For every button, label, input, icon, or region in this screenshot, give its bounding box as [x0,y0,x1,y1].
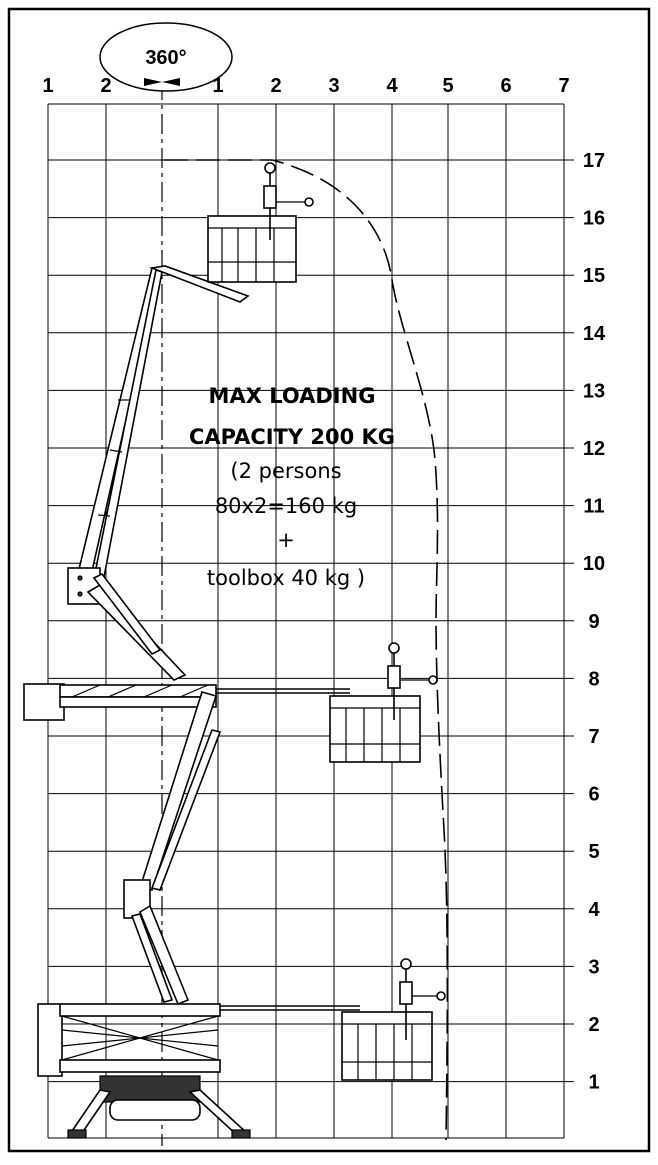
platform-top-position [67,162,314,681]
scale-label-height: 11 [583,496,604,518]
scale-label-height: 13 [583,380,605,402]
scale-label-height: 6 [588,784,599,806]
scale-label-horizontal: 1 [42,75,53,97]
scale-label-height: 14 [583,323,606,345]
scale-label-height: 16 [583,208,605,230]
capacity-line-6: toolbox 40 kg ) [207,566,365,590]
capacity-line-4: 80x2=160 kg [215,494,357,518]
scale-label-horizontal: 6 [500,75,511,97]
scale-label-height: 8 [588,668,599,690]
scale-label-height: 2 [588,1014,599,1036]
scale-label-height: 9 [588,611,599,633]
platform-middle-position [23,642,438,1006]
platform-base-position [37,958,446,1139]
scale-label-height: 5 [588,841,599,863]
scale-label-height: 7 [588,726,599,748]
scale-label-horizontal: 1 [212,75,223,97]
scale-label-height: 10 [583,553,605,575]
scale-label-horizontal: 7 [558,75,569,97]
working-envelope [164,159,449,1141]
scale-label-height: 17 [583,150,605,172]
scale-label-height: 3 [588,956,599,978]
height-scale: 17 16 15 14 13 12 11 10 9 8 7 6 5 4 3 2 1 [583,150,606,1094]
capacity-line-5: + [277,528,295,552]
scale-label-height: 4 [588,899,600,921]
scale-label-height: 1 [588,1072,599,1094]
scale-label-horizontal: 2 [100,75,111,97]
capacity-line-3: (2 persons [230,459,341,483]
scale-label-horizontal: 2 [270,75,281,97]
scale-label-height: 15 [583,265,605,287]
arrow-left-icon [144,78,162,86]
scale-label-horizontal: 5 [442,75,453,97]
capacity-line-2: CAPACITY 200 KG [189,425,395,449]
capacity-note: MAX LOADING CAPACITY 200 KG (2 persons 8… [189,384,395,590]
scale-label-horizontal: 4 [386,75,398,97]
horizontal-scale: 1 2 1 2 3 4 5 6 7 [42,75,569,97]
rotation-ellipse [99,22,233,92]
arrow-right-icon [162,78,180,86]
scale-label-height: 12 [583,438,605,460]
scale-label-horizontal: 3 [328,75,339,97]
capacity-line-1: MAX LOADING [209,384,376,408]
rotation-label: 360° [145,47,186,69]
outer-border [7,7,651,1153]
